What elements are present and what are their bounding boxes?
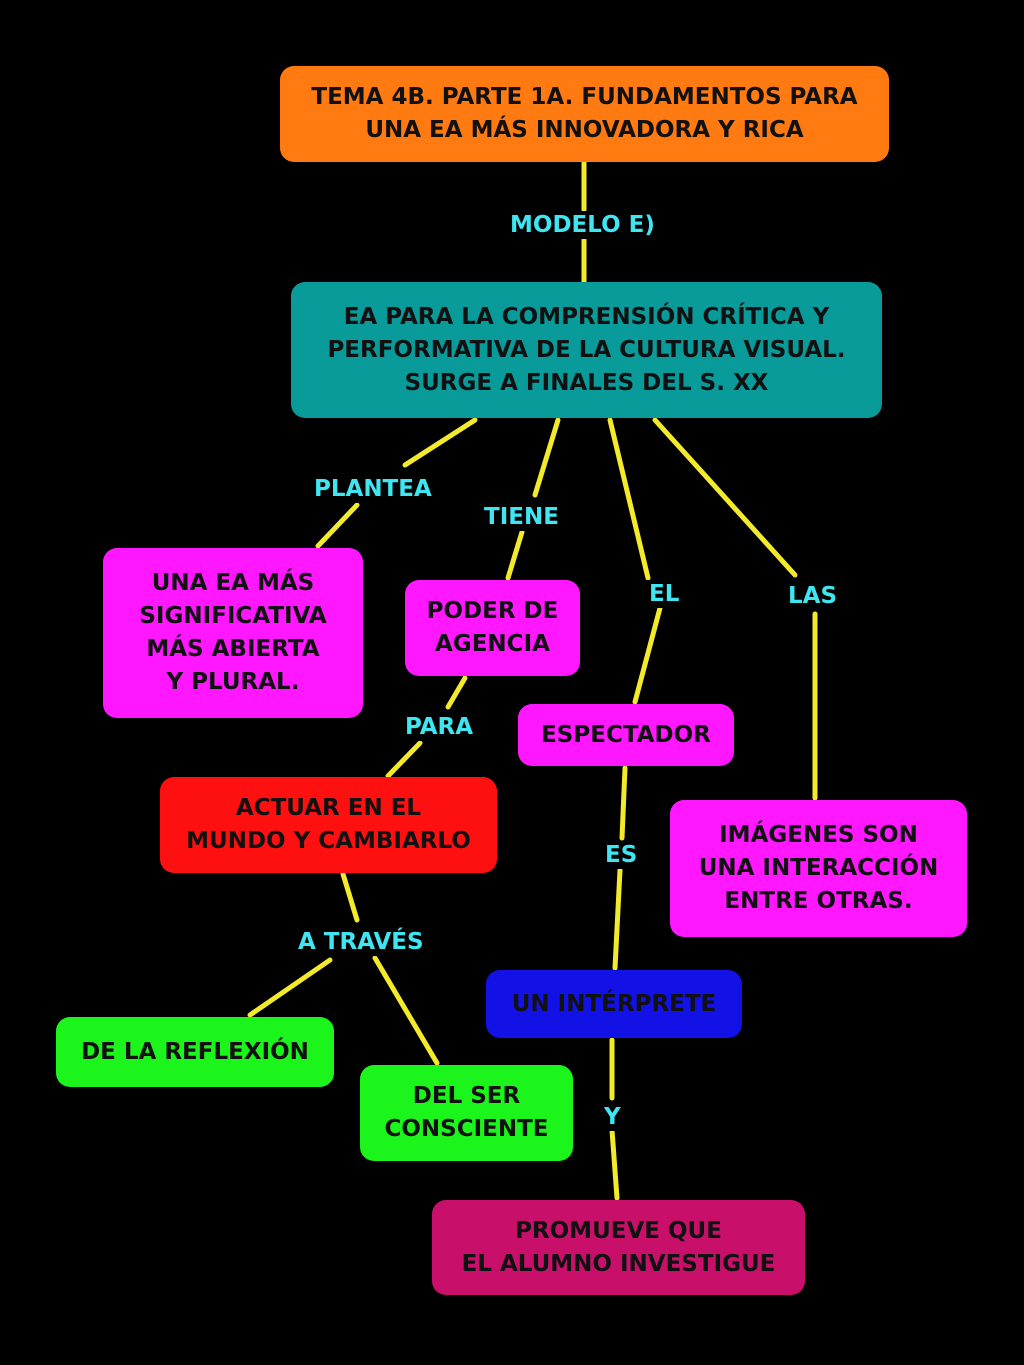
imagenes-node: IMÁGENES SON UNA INTERACCIÓN ENTRE OTRAS… (670, 800, 967, 937)
connector-para-b (385, 740, 423, 779)
connector-es-a (619, 765, 628, 841)
link-label-tiene: TIENE (480, 503, 563, 531)
actuar-node: ACTUAR EN EL MUNDO Y CAMBIARLO (160, 777, 497, 873)
connector-tiene-a (532, 417, 561, 498)
consciente-node: DEL SER CONSCIENTE (360, 1065, 573, 1161)
link-label-plantea: PLANTEA (310, 475, 436, 503)
link-label-es: ES (601, 841, 642, 869)
connector-tiene-b (505, 529, 525, 581)
connector-para-a (445, 675, 468, 710)
link-label-a-traves: A TRAVÉS (294, 928, 428, 956)
espectador-node: ESPECTADOR (518, 704, 734, 766)
poder-agencia-node: PODER DE AGENCIA (405, 580, 580, 676)
connector-a-traves-a (340, 871, 360, 923)
significativa-node: UNA EA MÁS SIGNIFICATIVA MÁS ABIERTA Y P… (103, 548, 363, 718)
link-label-el: EL (645, 580, 684, 608)
connector-el-b (632, 605, 663, 705)
link-label-para: PARA (401, 713, 478, 741)
connector-es-b (612, 867, 623, 971)
connector-el-a (607, 417, 651, 581)
connector-a-traves-b (247, 957, 333, 1018)
link-label-las: LAS (784, 582, 842, 610)
link-label-y: Y (600, 1103, 625, 1131)
connector-plantea-a (402, 417, 478, 468)
connector-y-b (609, 1127, 620, 1201)
promueve-node: PROMUEVE QUE EL ALUMNO INVESTIGUE (432, 1200, 805, 1295)
connector-las-a (652, 417, 798, 578)
link-label-modelo: MODELO E) (506, 211, 659, 239)
interprete-node: UN INTÉRPRETE (486, 970, 742, 1038)
title-node: TEMA 4B. PARTE 1A. FUNDAMENTOS PARA UNA … (280, 66, 889, 162)
connector-plantea-b (315, 502, 360, 549)
connector-a-traves-c (372, 955, 440, 1066)
reflexion-node: DE LA REFLEXIÓN (56, 1017, 334, 1087)
main-concept-node: EA PARA LA COMPRENSIÓN CRÍTICA Y PERFORM… (291, 282, 882, 418)
